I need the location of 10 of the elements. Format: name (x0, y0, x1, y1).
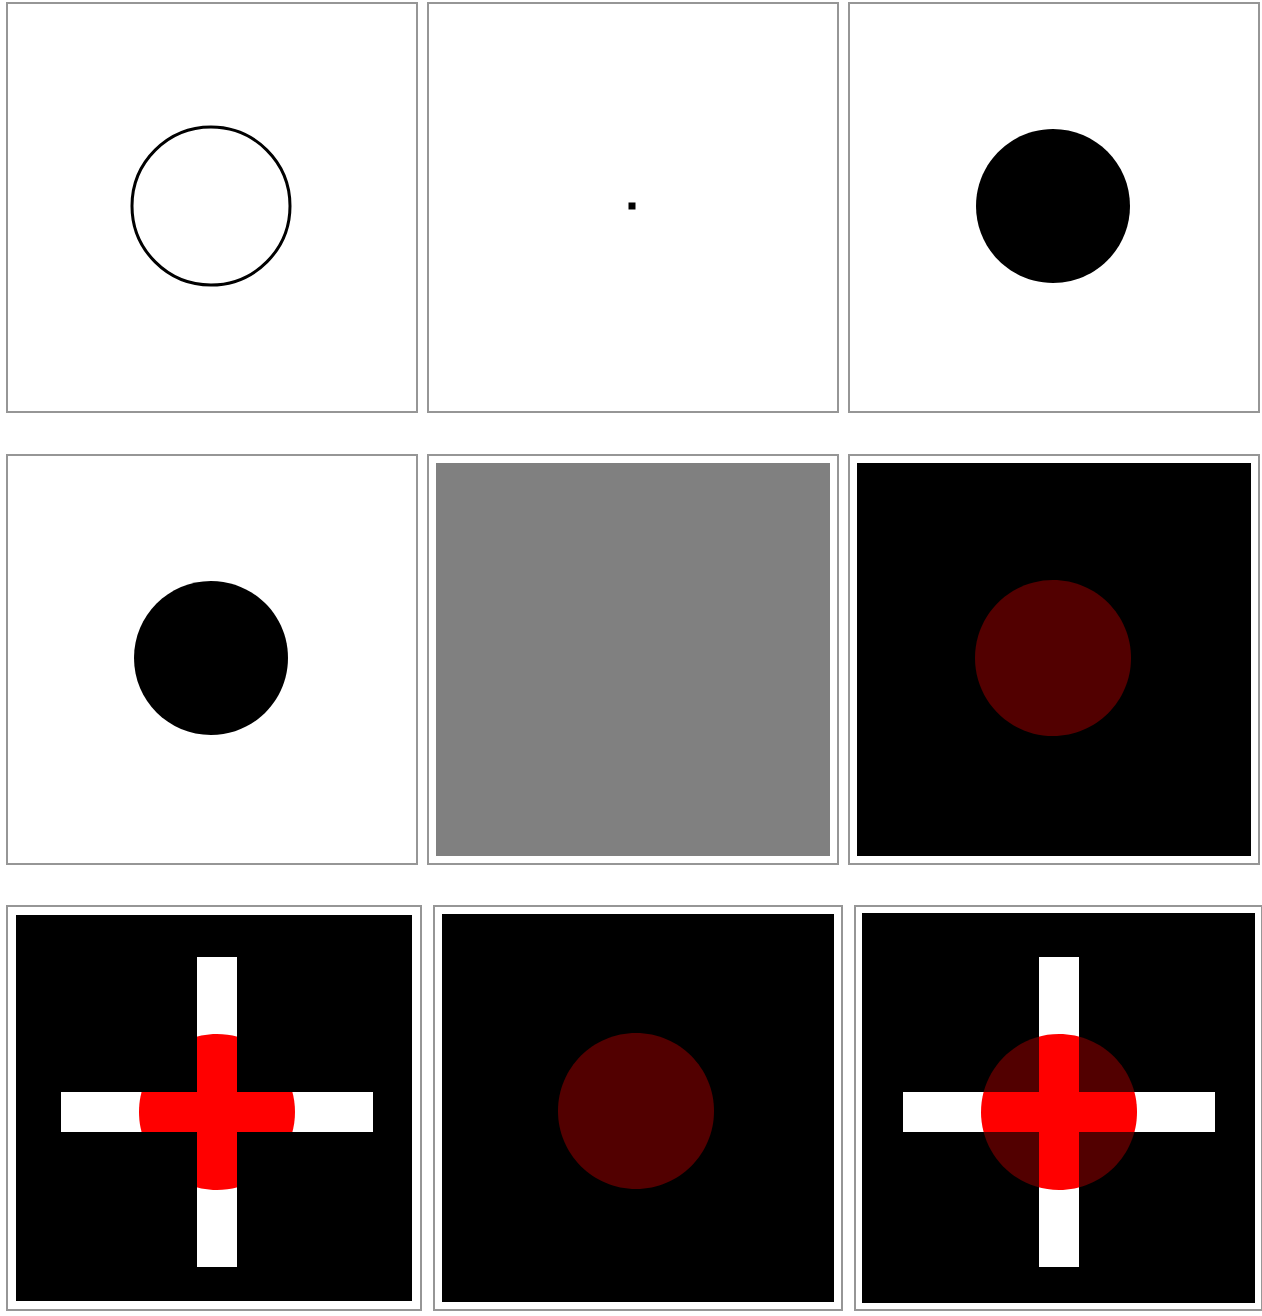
circle (134, 581, 288, 735)
circle (976, 129, 1130, 283)
circle (130, 125, 292, 287)
circle (975, 580, 1131, 736)
panel-box (427, 454, 839, 865)
cross-drawing (61, 957, 373, 1267)
cross-drawing (903, 957, 1215, 1267)
panel-box (427, 2, 839, 413)
circle (558, 1033, 714, 1189)
panel-box (6, 2, 418, 413)
